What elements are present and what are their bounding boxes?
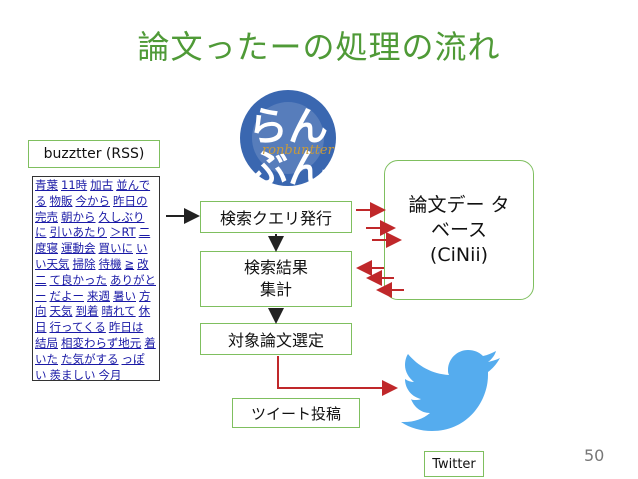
rss-source-label: buzztter (RSS): [28, 140, 160, 168]
rss-word: 昨日は: [108, 320, 144, 335]
twitter-label: Twitter: [424, 451, 484, 477]
search-result-step: 検索結果 集計: [200, 251, 352, 307]
rss-word: 完売: [35, 209, 58, 224]
rss-word: 今月: [98, 367, 122, 381]
page-number: 50: [584, 446, 605, 465]
rss-word: 来週: [87, 288, 110, 303]
rss-word: ＞RT: [110, 225, 136, 240]
db-line1: 論文デー タ: [408, 193, 510, 216]
rss-word: 11時: [61, 178, 88, 192]
rss-word: 久しぶりに: [35, 209, 145, 240]
tweet-post-step: ツイート投稿: [232, 398, 360, 428]
rss-word: 暑い: [113, 288, 136, 303]
rss-word: ≧: [124, 256, 135, 271]
ronbuntter-logo: らん ぶん ronbuntter: [226, 86, 344, 192]
rss-word: 方向: [35, 288, 151, 319]
logo-text: ronbuntter: [262, 143, 335, 158]
rss-word: 晴れて: [101, 304, 136, 319]
result-line2: 集計: [259, 280, 292, 299]
svg-text:らん: らん: [248, 104, 328, 150]
rss-word: 結局: [35, 335, 58, 350]
svg-text:ぶん: ぶん: [247, 146, 328, 190]
result-line1: 検索結果: [243, 258, 308, 277]
rss-word: 並んでる: [35, 178, 151, 208]
twitter-bird-icon: [398, 328, 506, 452]
arrow-select-to-twitter: [277, 356, 398, 396]
rss-word: いい天気: [35, 241, 148, 271]
rss-word: 改二: [35, 256, 149, 287]
rss-word: 二度寝: [35, 225, 151, 256]
rss-word: 昨日の: [113, 193, 148, 208]
rss-word: て良かった: [49, 272, 108, 287]
paper-selection-step: 対象論文選定: [200, 323, 352, 355]
rss-word: 行ってくる: [49, 320, 106, 335]
rss-word: 朝から: [61, 209, 96, 224]
paper-database: 論文デー タ ベース (CiNii): [384, 160, 534, 300]
search-query-step: 検索クエリ発行: [200, 201, 352, 233]
rss-word: 加古: [90, 178, 114, 192]
rss-word: 到着: [75, 304, 99, 319]
rss-word: 青葉: [35, 178, 58, 192]
rss-word: 羨ましい: [49, 367, 96, 381]
rss-word: 物販: [49, 193, 73, 208]
rss-word: 天気: [49, 304, 73, 319]
rss-word: 運動会: [61, 241, 96, 256]
rss-word: 引いあたり: [49, 225, 108, 240]
db-line2: ベース: [430, 218, 488, 241]
rss-word: だよー: [49, 288, 85, 303]
rss-word: 掃除: [72, 256, 96, 271]
rss-word: ありがとー: [35, 272, 156, 303]
rss-word: 今から: [75, 193, 111, 208]
rss-word: 相変わらず地元: [61, 335, 142, 350]
db-line3: (CiNii): [429, 243, 489, 266]
rss-word: 着いた: [35, 335, 156, 366]
rss-word: 待機: [98, 256, 122, 271]
rss-word: 休日: [35, 304, 151, 335]
rss-word: た気がする: [61, 351, 119, 366]
rss-word: っぽい: [35, 351, 145, 381]
slide-title: 論文ったーの処理の流れ: [137, 28, 501, 66]
rss-word: 買いに: [98, 241, 134, 256]
